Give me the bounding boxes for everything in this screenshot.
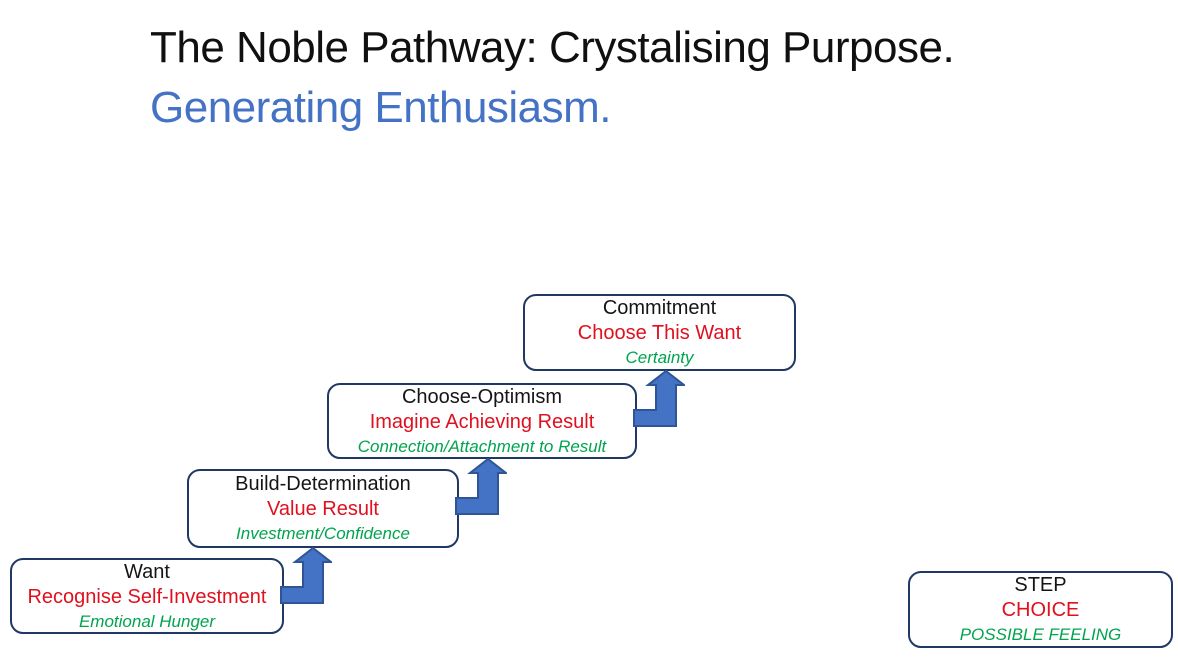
title-line-2: Generating Enthusiasm.	[150, 83, 612, 132]
step-name: Build-Determination	[235, 473, 411, 495]
slide-title: The Noble Pathway: Crystalising Purpose.…	[150, 18, 955, 138]
step-box-commitment: Commitment Choose This Want Certainty	[523, 294, 796, 371]
step-name: Choose-Optimism	[401, 385, 563, 408]
step-box-want: Want Recognise Self-Investment Emotional…	[10, 558, 284, 634]
step-box-choose-optimism: Choose-Optimism Imagine Achieving Result…	[327, 383, 637, 459]
legend-choice-label: CHOICE	[1001, 599, 1080, 621]
legend-feeling-label: POSSIBLE FEELING	[959, 625, 1122, 644]
bent-up-arrow-icon	[455, 458, 507, 515]
legend-step-label: STEP	[1014, 574, 1067, 596]
legend-box: STEP CHOICE POSSIBLE FEELING	[908, 571, 1173, 648]
bent-up-arrow-icon	[280, 547, 332, 604]
step-choice: Imagine Achieving Result	[369, 410, 595, 433]
step-feeling: Connection/Attachment to Result	[357, 436, 607, 456]
step-feeling: Certainty	[625, 348, 694, 367]
step-box-build-determination: Build-Determination Value Result Investm…	[187, 469, 459, 548]
step-name: Commitment	[602, 297, 717, 319]
step-feeling: Emotional Hunger	[78, 611, 216, 631]
step-name: Want	[124, 560, 170, 583]
step-choice: Recognise Self-Investment	[27, 585, 267, 608]
step-choice: Value Result	[267, 498, 379, 520]
title-line-1: The Noble Pathway: Crystalising Purpose.	[150, 23, 955, 72]
step-choice: Choose This Want	[577, 322, 742, 344]
bent-up-arrow-icon	[633, 370, 685, 427]
step-feeling: Investment/Confidence	[236, 524, 410, 543]
